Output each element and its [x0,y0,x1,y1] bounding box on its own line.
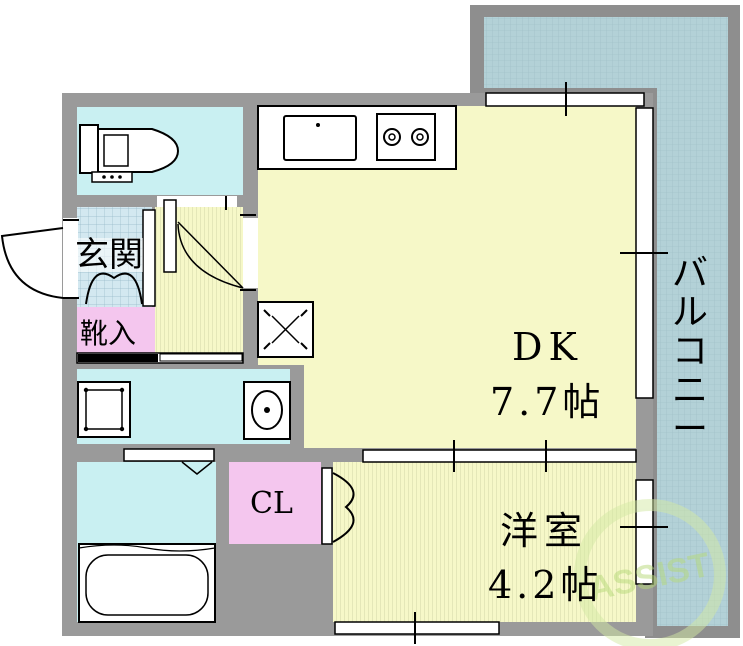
refrigerator-space [257,301,314,358]
entrance-label: 玄関 [75,235,143,275]
dk-size-label: 7.7帖 [490,380,605,424]
balcony [470,5,740,638]
hallway-door [177,214,258,291]
toilet-door [157,196,237,273]
balcony-label: バルコニー [671,253,708,450]
dk-floor [258,106,636,448]
bathtub [78,543,216,623]
toilet-fixture [79,124,180,183]
shoe-storage-label: 靴入 [80,317,137,350]
shoe-storage-area [77,307,155,355]
western-room-size-label: 4.2帖 [488,563,603,607]
dk-window [620,107,668,399]
shoe-cabinet [85,209,156,307]
bathroom-door [123,448,215,475]
wash-basin [243,381,291,440]
western-room-label: 洋室 [500,509,589,553]
entrance-door [0,218,79,299]
western-window-bottom [334,612,500,644]
kitchen-counter [257,105,457,170]
closet-door [321,467,355,545]
balcony-window-top [485,82,645,116]
closet [229,462,321,544]
dk-label: DK [512,325,583,369]
washing-machine-space [77,381,131,438]
partition-door [362,440,637,472]
closet-label: CL [250,486,293,521]
